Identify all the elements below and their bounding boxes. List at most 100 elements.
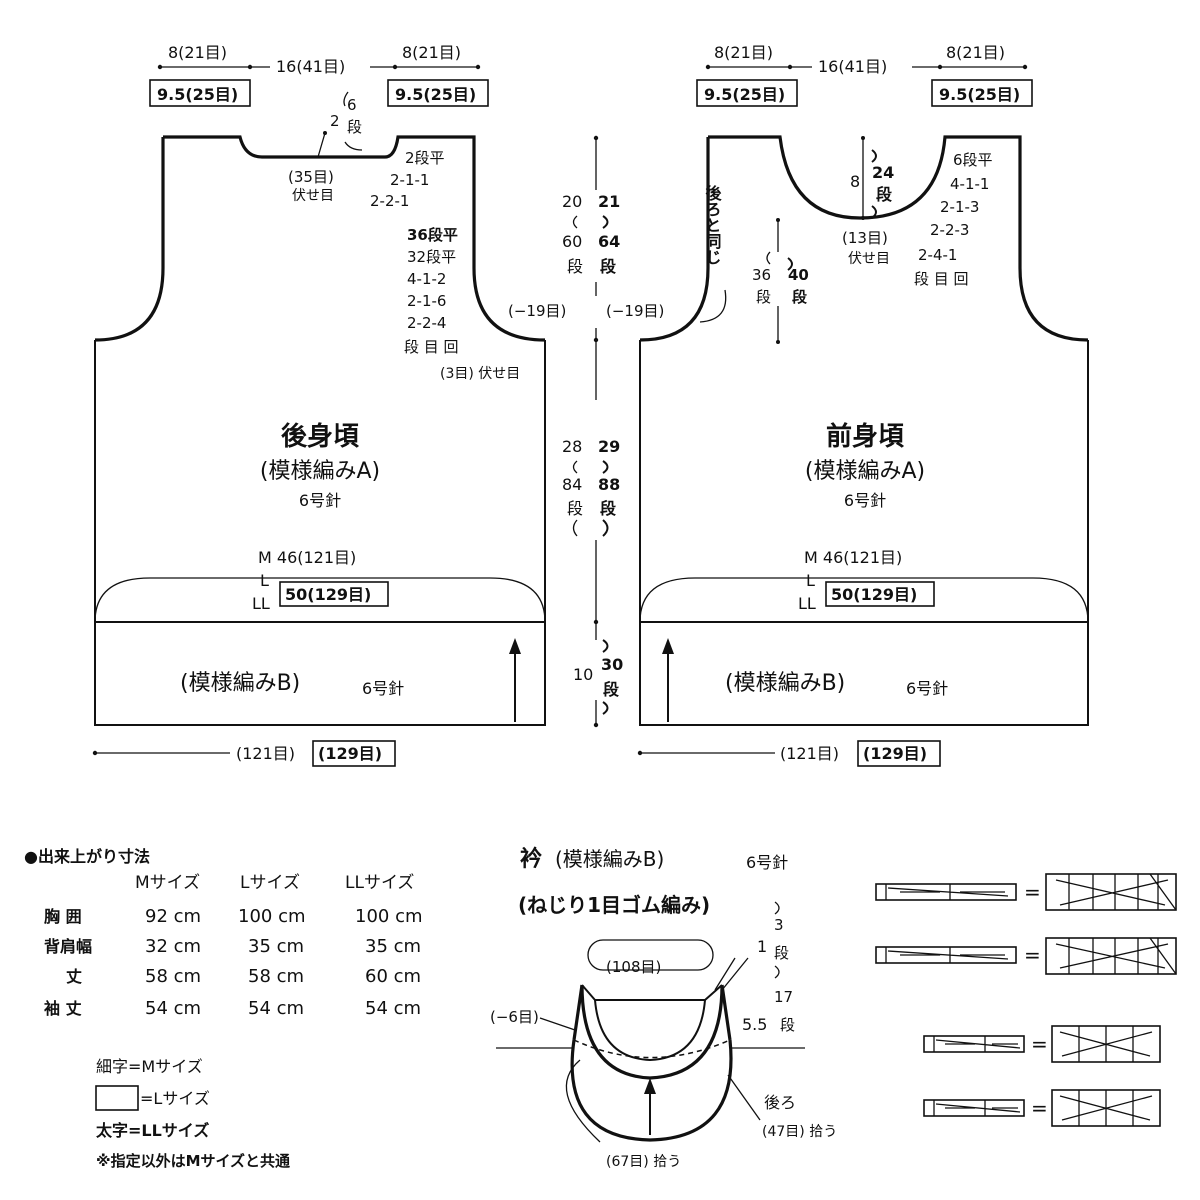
armhole-unit-l: 段 bbox=[600, 257, 617, 276]
size-row-ll: 100 cm bbox=[355, 906, 423, 927]
back-size-l: L bbox=[260, 571, 269, 590]
armhole-height-m: 20 bbox=[562, 192, 582, 211]
back-bottom-width-l: (129目) bbox=[318, 744, 382, 763]
front-neck-rows-unit: 段 bbox=[876, 185, 893, 204]
front-width-m: M 46(121目) bbox=[804, 548, 902, 567]
collar-height: 1 bbox=[757, 937, 767, 956]
armhole-unit-m: 段 bbox=[567, 257, 583, 276]
back-right-shoulder-m: 8(21目) bbox=[402, 43, 461, 62]
back-right-shoulder-l: 9.5(25目) bbox=[395, 85, 476, 104]
back-neck-dec-1: 2段平 bbox=[405, 149, 445, 167]
collar-height-unit: 段 bbox=[774, 944, 789, 962]
back-neck-dec-3: 2-2-1 bbox=[370, 192, 409, 210]
front-neck-depth: 8 bbox=[850, 172, 860, 191]
size-table: ●出来上がり寸法 Mサイズ Lサイズ LLサイズ 胸 囲 92 cm 100 c… bbox=[24, 847, 423, 1019]
front-arm-rows-a-unit: 段 bbox=[756, 288, 771, 306]
back-title: 後身頃 bbox=[281, 421, 360, 452]
front-needle: 6号針 bbox=[844, 491, 886, 510]
stitch-symbol-row: = bbox=[923, 1089, 1161, 1127]
armhole-dec-right: (−19目) bbox=[606, 302, 664, 320]
size-row-ll: 60 cm bbox=[365, 966, 421, 987]
front-neck-bind-label: 伏せ目 bbox=[848, 251, 890, 267]
back-ribbing-needle: 6号針 bbox=[362, 679, 404, 698]
center-dimensions: 20 60 段 21 64 段 (−19目) (−19目) 28 84 段 29… bbox=[508, 135, 664, 728]
size-header-m: Mサイズ bbox=[135, 873, 200, 893]
front-ribbing: (模様編みB) bbox=[725, 671, 845, 696]
front-neck-dec-4: 2-2-3 bbox=[930, 221, 969, 239]
size-row-label: 胸 囲 bbox=[44, 907, 82, 926]
size-row-label: 背肩幅 bbox=[44, 937, 92, 956]
front-bottom-width-l: (129目) bbox=[863, 744, 927, 763]
front-neck-bind: (13目) bbox=[842, 229, 888, 247]
legend-note: ※指定以外はMサイズと共通 bbox=[96, 1152, 290, 1170]
body-rows-l: 88 bbox=[598, 475, 620, 494]
front-neck-rows: 24 bbox=[872, 163, 894, 182]
front-arm-rows-a: 36 bbox=[752, 266, 771, 284]
body-unit-l: 段 bbox=[600, 499, 617, 518]
front-right-shoulder-m: 8(21目) bbox=[946, 43, 1005, 62]
back-neck-bind: (35目) bbox=[288, 168, 334, 186]
collar-height-unit-2: 段 bbox=[780, 1016, 795, 1034]
collar-pickup: (108目) bbox=[606, 958, 661, 976]
back-arm-dec-2: 32段平 bbox=[407, 248, 456, 266]
collar-diagram: 衿 (模様編みB) 6号針 (ねじり1目ゴム編み) (108目) 1 3 段 1… bbox=[490, 846, 837, 1170]
size-row-l: 54 cm bbox=[248, 998, 304, 1019]
back-needle: 6号針 bbox=[299, 491, 341, 510]
front-neck-width: 16(41目) bbox=[818, 57, 887, 76]
size-row-ll: 35 cm bbox=[365, 936, 421, 957]
body-rows-m: 84 bbox=[562, 475, 582, 494]
front-neck-dec-2: 4-1-1 bbox=[950, 175, 989, 193]
front-bottom-width: (121目) bbox=[780, 744, 839, 763]
armhole-rows-l: 64 bbox=[598, 232, 620, 251]
collar-decrease: (−6目) bbox=[490, 1008, 539, 1026]
size-row-m: 58 cm bbox=[145, 966, 201, 987]
armhole-rows-m: 60 bbox=[562, 232, 582, 251]
collar-back-pickup: (47目) 拾う bbox=[762, 1124, 837, 1140]
front-size-l: L bbox=[806, 571, 815, 590]
stitch-symbol-row: = bbox=[875, 937, 1177, 975]
collar-height-rows: 3 bbox=[774, 916, 784, 934]
size-row-m: 54 cm bbox=[145, 998, 201, 1019]
back-pattern: (模様編みA) bbox=[260, 459, 380, 484]
back-size-ll: LL bbox=[252, 594, 270, 613]
back-neck-dec-2: 2-1-1 bbox=[390, 171, 429, 189]
legend-thin: 細字=Mサイズ bbox=[96, 1057, 203, 1076]
collar-back-label: 後ろ bbox=[764, 1093, 796, 1112]
front-neck-dec-1: 6段平 bbox=[953, 151, 993, 169]
stitch-equals: = bbox=[1024, 943, 1041, 967]
front-pattern: (模様編みA) bbox=[805, 459, 925, 484]
front-same-as-back-1: 後ろと同じ bbox=[703, 184, 722, 265]
body-unit-m: 段 bbox=[567, 499, 583, 518]
front-neck-dec-3: 2-1-3 bbox=[940, 198, 979, 216]
legend-box: =Lサイズ bbox=[140, 1089, 210, 1108]
front-left-shoulder-m: 8(21目) bbox=[714, 43, 773, 62]
back-neck-width: 16(41目) bbox=[276, 57, 345, 76]
back-panel: 2 6 段 (35目) 伏せ目 2段平 2-1-1 2-2-1 36段平 32段… bbox=[92, 91, 546, 767]
rib-unit: 段 bbox=[603, 680, 620, 699]
front-ribbing-needle: 6号針 bbox=[906, 679, 948, 698]
size-header-l: Lサイズ bbox=[240, 873, 300, 893]
back-arm-dec-5: 2-2-4 bbox=[407, 314, 446, 332]
front-left-shoulder-l: 9.5(25目) bbox=[704, 85, 785, 104]
legend-bold: 太字=LLサイズ bbox=[95, 1121, 209, 1140]
size-row-label: 丈 bbox=[66, 967, 82, 986]
back-width-m: M 46(121目) bbox=[258, 548, 356, 567]
legend-box-icon bbox=[95, 1085, 139, 1111]
body-height-l: 29 bbox=[598, 437, 620, 456]
collar-needle: 6号針 bbox=[746, 853, 788, 872]
stitch-symbol-row: = bbox=[875, 873, 1177, 911]
size-row-m: 92 cm bbox=[145, 906, 201, 927]
back-left-shoulder-l: 9.5(25目) bbox=[157, 85, 238, 104]
size-row-l: 100 cm bbox=[238, 906, 306, 927]
size-table-title: ●出来上がり寸法 bbox=[24, 847, 150, 866]
collar-height-rows-2: 17 bbox=[774, 988, 793, 1006]
collar-front-pickup: (67目) 拾う bbox=[606, 1154, 681, 1170]
armhole-dec-left: (−19目) bbox=[508, 302, 566, 320]
back-arm-dec-legend: 段 目 回 bbox=[404, 338, 459, 356]
front-arm-rows-b: 40 bbox=[788, 266, 809, 284]
size-row-ll: 54 cm bbox=[365, 998, 421, 1019]
size-row-m: 32 cm bbox=[145, 936, 201, 957]
stitch-equals: = bbox=[1031, 1032, 1048, 1056]
size-row-label: 袖 丈 bbox=[44, 999, 82, 1018]
